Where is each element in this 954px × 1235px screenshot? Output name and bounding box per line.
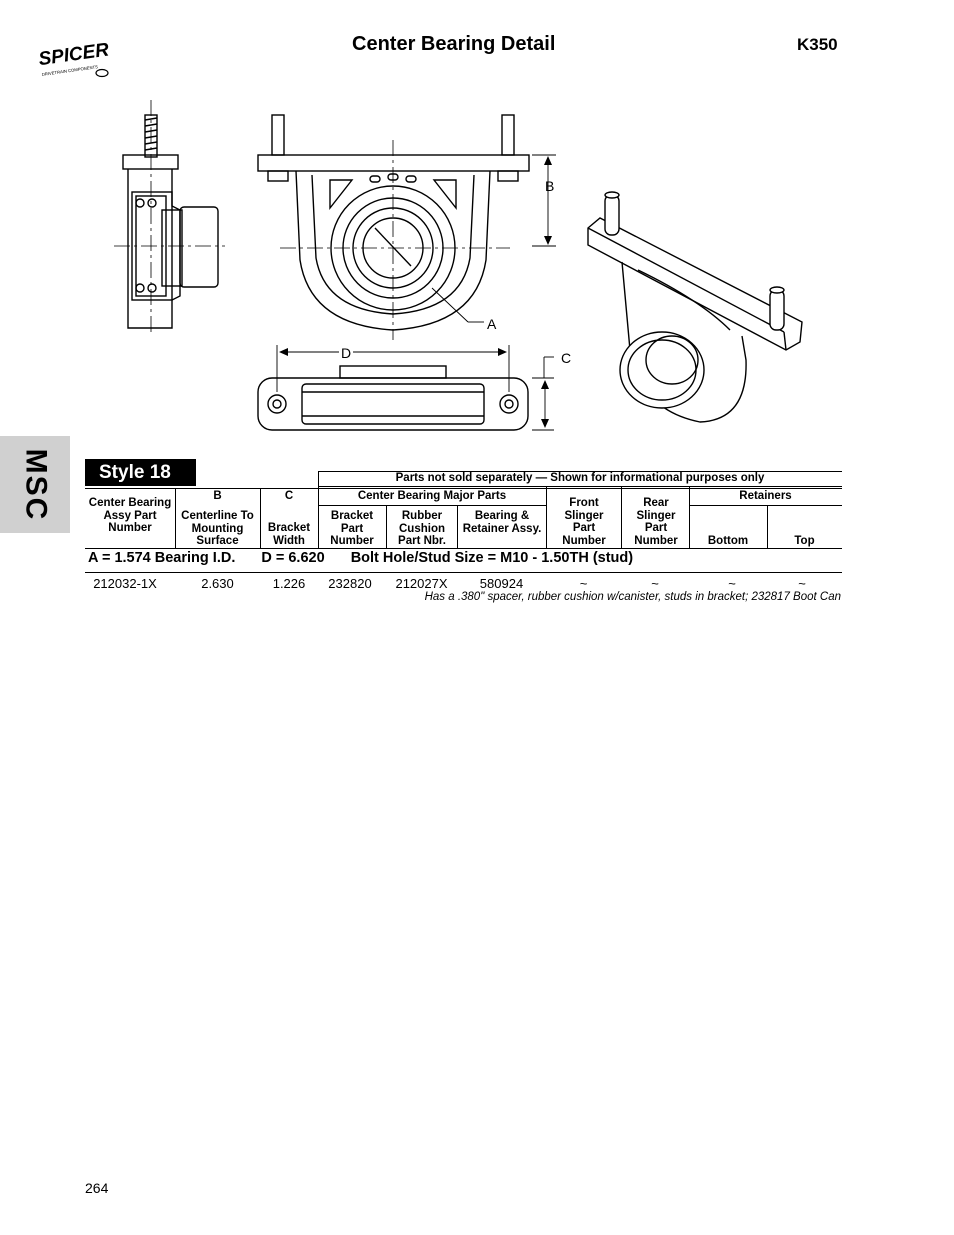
col-centerline: Centerline To Mounting Surface: [181, 510, 254, 547]
brand-name: SPICER: [37, 39, 110, 70]
cell-rear-slinger: ~: [651, 576, 659, 591]
col-rubber-cushion: Rubber Cushion Part Nbr.: [398, 510, 446, 547]
cell-front-slinger: ~: [579, 576, 588, 591]
top-view: [257, 345, 554, 431]
cell-assy-part: 212032-1X: [93, 576, 157, 591]
col-retainer-bottom: Bottom: [707, 535, 749, 547]
section-tab-label: MSC: [19, 448, 53, 521]
page-number: 264: [85, 1180, 109, 1196]
col-bracket-part: Bracket Part Number: [330, 510, 374, 547]
cell-bracket-width: 1.226: [272, 576, 306, 591]
col-rear-slinger: Rear Slinger Part Number: [634, 497, 678, 547]
cell-centerline: 2.630: [201, 576, 234, 591]
section-tab: MSC: [0, 436, 70, 533]
cell-retainer-top: ~: [798, 576, 806, 591]
spicer-logo: SPICER DRIVETRAIN COMPONENTS: [37, 39, 111, 78]
cell-rubber-cushion: 212027X: [395, 576, 448, 591]
dimension-label-b: B: [545, 178, 555, 194]
col-front-slinger: Front Slinger Part Number: [562, 497, 606, 547]
header-retainers: Retainers: [739, 490, 792, 502]
bearing-drawings: [114, 100, 803, 431]
isometric-view: [587, 191, 803, 423]
col-retainer-top: Top: [794, 535, 815, 547]
col-assy-part-number: Center Bearing Assy Part Number: [88, 497, 172, 534]
header-letter-b: B: [213, 490, 222, 502]
catalog-code: K350: [797, 35, 838, 54]
row-note: Has a .380" spacer, rubber cushion w/can…: [424, 591, 841, 603]
cell-bracket-part: 232820: [328, 576, 372, 591]
spec-line: A = 1.574 Bearing I.D. D = 6.620 Bolt Ho…: [88, 550, 655, 566]
dimension-label-d: D: [339, 345, 354, 361]
spec-d: D = 6.620: [261, 550, 325, 566]
dimension-label-a: A: [487, 316, 497, 332]
header-letter-c: C: [284, 490, 294, 502]
header-major-parts: Center Bearing Major Parts: [357, 490, 507, 502]
cell-retainer-bottom: ~: [728, 576, 736, 591]
dimension-label-c: C: [561, 350, 572, 366]
style-badge: Style 18: [85, 459, 196, 486]
spec-bearing-id: A = 1.574 Bearing I.D.: [88, 550, 236, 566]
col-bearing-retainer: Bearing & Retainer Assy.: [462, 510, 542, 535]
side-section-view: [114, 100, 225, 335]
page-title: Center Bearing Detail: [352, 33, 556, 55]
spec-bolt-size: Bolt Hole/Stud Size = M10 - 1.50TH (stud…: [350, 550, 634, 566]
cell-bearing-retainer: 580924: [479, 576, 524, 591]
front-view: [257, 114, 556, 340]
header-not-sold-note: Parts not sold separately — Shown for in…: [395, 472, 765, 484]
col-bracket-width: Bracket Width: [267, 522, 311, 547]
